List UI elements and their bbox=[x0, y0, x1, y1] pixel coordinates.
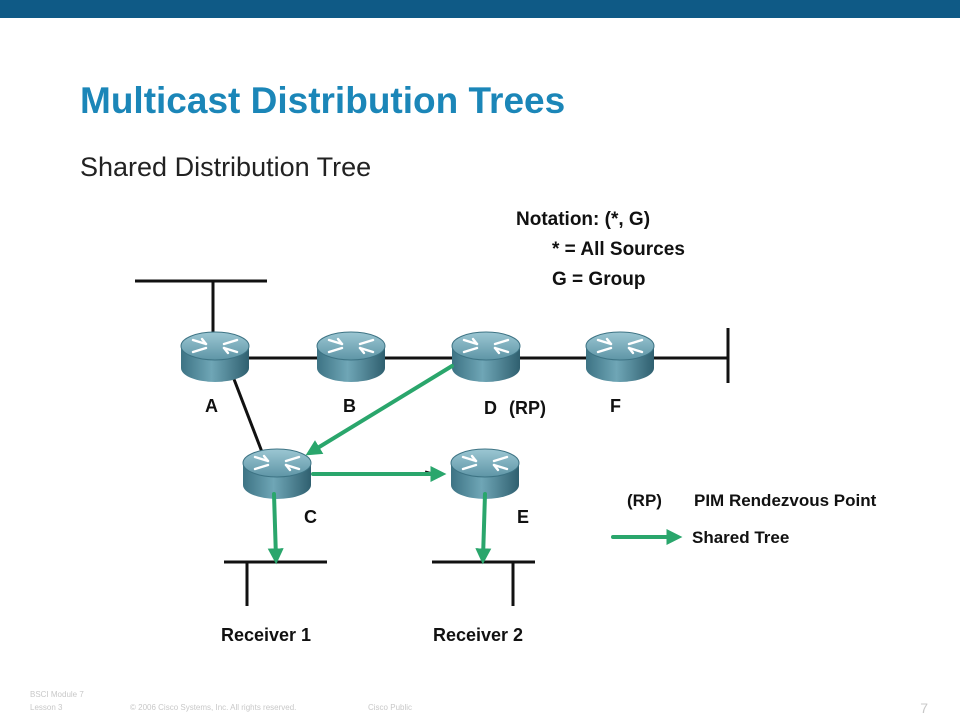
router-e-icon bbox=[449, 447, 521, 501]
router-a-icon bbox=[179, 330, 251, 384]
link-a-c bbox=[230, 373, 264, 453]
tree-arrow-e-to-receiver2 bbox=[475, 492, 492, 565]
links bbox=[135, 279, 730, 606]
notation-group: G = Group bbox=[552, 269, 646, 290]
router-d-rp-label: (RP) bbox=[509, 398, 546, 418]
legend-rp-desc: PIM Rendezvous Point bbox=[694, 491, 877, 510]
page-number: 7 bbox=[920, 700, 928, 716]
page-subtitle: Shared Distribution Tree bbox=[80, 152, 372, 182]
router-b-icon bbox=[315, 330, 387, 384]
footer-course: BSCI Module 7 bbox=[30, 690, 84, 699]
router-d-label: D bbox=[484, 398, 497, 418]
receiver-1-label: Receiver 1 bbox=[221, 625, 312, 645]
tree-arrow-c-to-receiver1 bbox=[267, 492, 284, 565]
footer-lesson: Lesson 3 bbox=[30, 703, 63, 712]
router-e-label: E bbox=[517, 507, 530, 527]
receiver-2-label: Receiver 2 bbox=[433, 625, 524, 645]
footer-classification: Cisco Public bbox=[368, 703, 413, 712]
router-c-label: C bbox=[304, 507, 317, 527]
router-b-label: B bbox=[343, 396, 356, 416]
notation-sources: * = All Sources bbox=[552, 239, 685, 260]
top-banner bbox=[0, 0, 960, 18]
legend-shared-tree: Shared Tree bbox=[692, 528, 790, 547]
notation-block: Notation: (*, G) * = All Sources G = Gro… bbox=[516, 205, 685, 295]
page-title: Multicast Distribution Trees bbox=[80, 80, 566, 121]
legend-rp-abbr: (RP) bbox=[627, 491, 662, 510]
router-c-icon bbox=[241, 447, 313, 501]
tree-arrow-d-to-c bbox=[305, 364, 454, 456]
footer-copyright: © 2006 Cisco Systems, Inc. All rights re… bbox=[130, 703, 297, 712]
notation-line: Notation: (*, G) bbox=[516, 209, 651, 230]
router-a-label: A bbox=[205, 396, 218, 416]
router-f-label: F bbox=[610, 396, 621, 416]
router-f-icon bbox=[584, 330, 656, 384]
router-d-icon bbox=[450, 330, 522, 384]
